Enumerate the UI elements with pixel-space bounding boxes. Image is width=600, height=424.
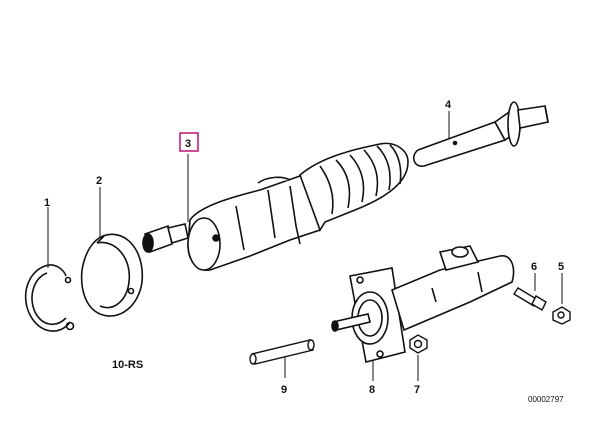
hex-nut-part-7 bbox=[409, 334, 428, 354]
callout-6: 6 bbox=[531, 261, 537, 273]
callout-2: 2 bbox=[96, 175, 102, 187]
diagram-number: 00002797 bbox=[528, 395, 564, 404]
master-cylinder-part-8 bbox=[331, 245, 515, 363]
pushrod-part-4 bbox=[412, 101, 549, 167]
callout-highlight-box bbox=[179, 132, 199, 152]
callout-3: 3 bbox=[185, 138, 191, 150]
stud-part-9 bbox=[249, 339, 315, 365]
slave-cylinder-part-3 bbox=[142, 142, 409, 271]
bleed-screw-part-6 bbox=[513, 287, 547, 311]
callout-8: 8 bbox=[369, 384, 375, 396]
hex-nut-part-5 bbox=[552, 306, 571, 325]
shim-plate-part-2 bbox=[80, 233, 144, 317]
group-code-label: 10-RS bbox=[112, 359, 143, 371]
callout-9: 9 bbox=[281, 384, 287, 396]
callout-7: 7 bbox=[414, 384, 420, 396]
callout-5: 5 bbox=[558, 261, 564, 273]
circlip-part-1 bbox=[24, 264, 75, 332]
callout-4: 4 bbox=[445, 99, 452, 111]
callout-1: 1 bbox=[44, 197, 50, 209]
